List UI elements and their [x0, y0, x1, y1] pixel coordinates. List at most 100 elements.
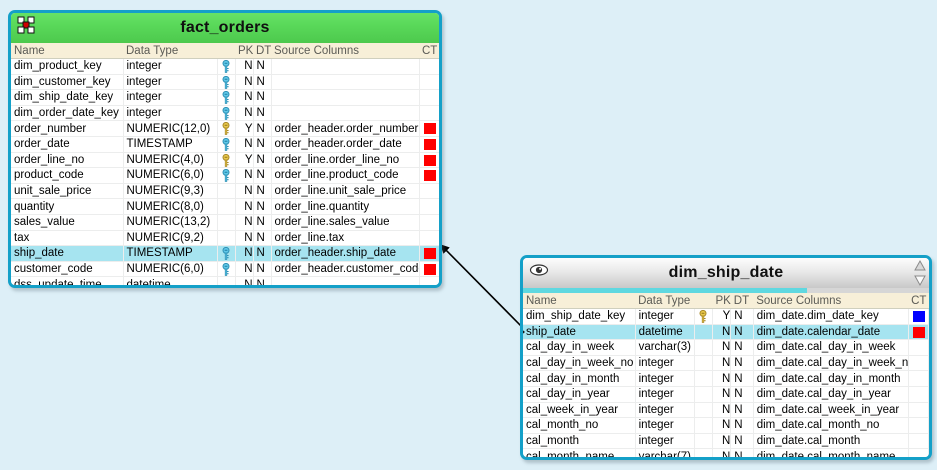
cell-column-name[interactable]: order_date — [11, 136, 124, 153]
cell-column-name[interactable]: cal_day_in_year — [523, 386, 636, 403]
cell-change-type-swatch[interactable] — [908, 324, 929, 341]
cell-source-column[interactable]: order_line.sales_value — [271, 214, 420, 231]
cell-change-type-swatch[interactable] — [419, 58, 439, 75]
column-header-source[interactable]: Source Columns — [753, 293, 909, 309]
cell-dt-flag[interactable]: N — [253, 261, 272, 278]
cell-source-column[interactable]: dim_date.cal_day_in_year — [753, 386, 909, 403]
cell-pk-flag[interactable]: N — [235, 89, 254, 106]
cell-change-type-swatch[interactable] — [908, 386, 929, 403]
cell-dt-flag[interactable]: N — [730, 339, 754, 356]
cell-source-column[interactable] — [271, 276, 420, 285]
cell-dt-flag[interactable]: N — [730, 355, 754, 372]
cell-source-column[interactable]: dim_date.cal_day_in_week_no — [753, 355, 909, 372]
cell-pk-flag[interactable]: N — [235, 105, 254, 122]
cell-column-name[interactable]: dss_update_time — [11, 276, 124, 285]
column-header-source[interactable]: Source Columns — [271, 43, 419, 59]
cell-change-type-swatch[interactable] — [419, 152, 439, 169]
cell-change-type-swatch[interactable] — [908, 370, 929, 387]
cell-column-name[interactable]: product_code — [11, 167, 124, 184]
column-header-ct[interactable]: CT — [419, 43, 439, 59]
cell-data-type[interactable]: integer — [635, 355, 695, 372]
cell-change-type-swatch[interactable] — [419, 105, 439, 122]
cell-source-column[interactable] — [271, 89, 420, 106]
cell-data-type[interactable]: integer — [635, 370, 695, 387]
cell-data-type[interactable]: varchar(7) — [635, 448, 695, 457]
cell-change-type-swatch[interactable] — [908, 448, 929, 457]
cell-column-name[interactable]: ship_date — [11, 245, 124, 262]
cell-column-name[interactable]: cal_month_name — [523, 448, 636, 457]
cell-data-type[interactable]: integer — [635, 386, 695, 403]
cell-pk-flag[interactable]: N — [712, 370, 732, 387]
cell-pk-flag[interactable]: Y — [712, 308, 732, 325]
cell-column-name[interactable]: dim_product_key — [11, 58, 124, 75]
cell-column-name[interactable]: customer_code — [11, 261, 124, 278]
cell-column-name[interactable]: tax — [11, 230, 124, 247]
cell-data-type[interactable]: datetime — [123, 276, 218, 285]
cell-data-type[interactable]: TIMESTAMP — [123, 136, 218, 153]
cell-source-column[interactable]: order_line.tax — [271, 230, 420, 247]
cell-pk-flag[interactable]: N — [235, 183, 254, 200]
cell-dt-flag[interactable]: N — [253, 183, 272, 200]
cell-dt-flag[interactable]: N — [253, 198, 272, 215]
cell-dt-flag[interactable]: N — [730, 402, 754, 419]
cell-source-column[interactable]: order_line.product_code — [271, 167, 420, 184]
cell-change-type-swatch[interactable] — [908, 433, 929, 450]
scroll-arrows[interactable] — [913, 259, 927, 287]
cell-dt-flag[interactable]: N — [253, 245, 272, 262]
cell-source-column[interactable]: order_header.order_date — [271, 136, 420, 153]
dim-ship-date-titlebar[interactable]: dim_ship_date — [523, 258, 929, 288]
cell-data-type[interactable]: varchar(3) — [635, 339, 695, 356]
cell-dt-flag[interactable]: N — [253, 105, 272, 122]
cell-source-column[interactable]: order_line.unit_sale_price — [271, 183, 420, 200]
cell-column-name[interactable]: cal_month — [523, 433, 636, 450]
cell-pk-flag[interactable]: Y — [235, 120, 254, 137]
cell-data-type[interactable]: integer — [635, 308, 695, 325]
cell-data-type[interactable]: NUMERIC(9,3) — [123, 183, 218, 200]
cell-pk-flag[interactable]: N — [235, 198, 254, 215]
cell-dt-flag[interactable]: N — [253, 230, 272, 247]
cell-change-type-swatch[interactable] — [419, 183, 439, 200]
cell-data-type[interactable]: integer — [123, 58, 218, 75]
cell-pk-flag[interactable]: N — [712, 339, 732, 356]
cell-column-name[interactable]: ship_date — [523, 324, 636, 341]
cell-source-column[interactable]: dim_date.cal_week_in_year — [753, 402, 909, 419]
cell-source-column[interactable]: order_header.ship_date — [271, 245, 420, 262]
cell-dt-flag[interactable]: N — [253, 58, 272, 75]
cell-dt-flag[interactable]: N — [730, 370, 754, 387]
cell-dt-flag[interactable]: N — [730, 324, 754, 341]
cell-dt-flag[interactable]: N — [253, 167, 272, 184]
cell-change-type-swatch[interactable] — [908, 355, 929, 372]
column-header-dt[interactable]: DT — [730, 293, 754, 309]
cell-column-name[interactable]: cal_day_in_week_no — [523, 355, 636, 372]
cell-change-type-swatch[interactable] — [908, 308, 929, 325]
cell-dt-flag[interactable]: N — [730, 417, 754, 434]
cell-pk-flag[interactable]: Y — [235, 152, 254, 169]
column-header-pk[interactable]: PK — [712, 293, 731, 309]
cell-source-column[interactable] — [271, 105, 420, 122]
cell-pk-flag[interactable]: N — [235, 214, 254, 231]
cell-change-type-swatch[interactable] — [908, 402, 929, 419]
cell-change-type-swatch[interactable] — [419, 230, 439, 247]
cell-data-type[interactable]: NUMERIC(6,0) — [123, 167, 218, 184]
table-node-fact-orders[interactable]: fact_orders Name Data Type PK DT Source … — [8, 10, 442, 288]
cell-column-name[interactable]: dim_ship_date_key — [523, 308, 636, 325]
cell-change-type-swatch[interactable] — [419, 245, 439, 262]
cell-data-type[interactable]: TIMESTAMP — [123, 245, 218, 262]
cell-source-column[interactable]: dim_date.cal_month — [753, 433, 909, 450]
cell-data-type[interactable]: NUMERIC(6,0) — [123, 261, 218, 278]
cell-column-name[interactable]: quantity — [11, 198, 124, 215]
